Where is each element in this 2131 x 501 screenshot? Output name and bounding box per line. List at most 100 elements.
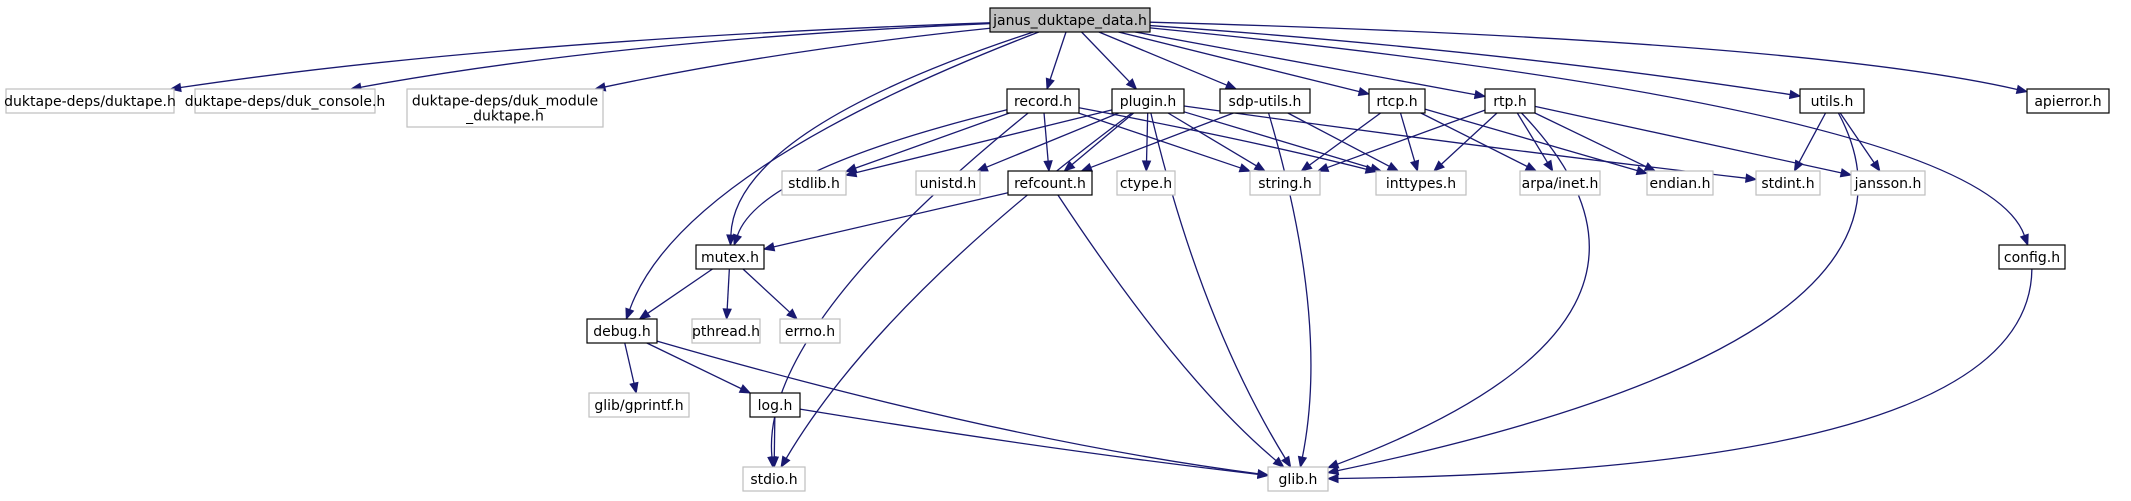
- arrowhead: [1080, 162, 1093, 172]
- node-unistd: unistd.h: [915, 170, 981, 196]
- edge-rtcp-to-string: [1300, 112, 1381, 172]
- node-debug[interactable]: debug.h: [586, 318, 658, 344]
- node-pthread: pthread.h: [691, 318, 761, 344]
- edge-plugin-to-stdio: [780, 112, 1133, 469]
- edge-plugin-to-string: [1167, 112, 1267, 172]
- edge-janus-to-utils: [1149, 24, 1802, 100]
- arrowhead: [629, 381, 639, 395]
- edge-line: [1309, 112, 1381, 166]
- node-refcount[interactable]: refcount.h: [1007, 170, 1093, 196]
- node-label: config.h: [2004, 250, 2060, 266]
- arrowhead: [625, 307, 635, 321]
- edge-debug-to-log: [646, 342, 752, 394]
- node-box: [1755, 170, 1821, 196]
- edge-line: [1534, 112, 1647, 168]
- edge-line: [1145, 112, 1149, 162]
- node-janus[interactable]: janus_duktape_data.h: [989, 7, 1151, 33]
- edge-record-to-string: [1078, 112, 1252, 173]
- node-box: [1519, 170, 1601, 196]
- nodes-layer: janus_duktape_data.h duktape-deps/duktape…: [4, 7, 2110, 492]
- node-box: [1799, 88, 1865, 114]
- edge-rtcp-to-inttypes: [1399, 112, 1420, 173]
- edge-line: [1424, 108, 1638, 172]
- edge-janus-to-rtcp: [1118, 31, 1371, 97]
- edge-line: [773, 416, 776, 458]
- node-label: stdlib.h: [788, 176, 840, 192]
- node-box: [779, 318, 841, 344]
- arrowhead: [2019, 233, 2029, 247]
- edge-janus-to-duktape: [169, 22, 991, 93]
- edge-rtp-to-string: [1316, 109, 1486, 172]
- edge-line: [624, 342, 635, 384]
- node-apierror[interactable]: apierror.h: [2026, 88, 2110, 114]
- edge-line: [1337, 268, 2033, 480]
- arrowhead: [2015, 84, 2029, 94]
- node-label: ctype.h: [1120, 176, 1172, 192]
- node-rtcp[interactable]: rtcp.h: [1368, 88, 1426, 114]
- node-box: [2026, 88, 2110, 114]
- edge-line: [1167, 112, 1257, 167]
- node-box: [695, 244, 765, 270]
- edge-line: [855, 112, 1010, 169]
- edge-debug-to-gprintf: [624, 342, 639, 395]
- arrowhead: [1141, 160, 1152, 173]
- arrowhead: [844, 168, 858, 178]
- edge-mutex-to-pthread: [722, 268, 732, 321]
- node-record[interactable]: record.h: [1006, 88, 1080, 114]
- node-box: [691, 318, 761, 344]
- edge-line: [773, 192, 1009, 248]
- edge-rtcp-to-endian: [1424, 108, 1649, 176]
- node-label: duktape-deps/duktape.h: [4, 94, 176, 110]
- edge-sdp-to-glib: [1267, 112, 1312, 469]
- edge-line: [1839, 112, 1875, 164]
- arrowhead: [733, 233, 743, 247]
- edge-line: [1078, 112, 1241, 169]
- arrowhead: [1297, 455, 1308, 469]
- edge-line: [646, 342, 742, 390]
- node-box: [1116, 170, 1176, 196]
- edge-line: [1183, 111, 1372, 169]
- node-log[interactable]: log.h: [749, 392, 801, 418]
- arrowhead: [1257, 469, 1270, 479]
- arrowhead: [1043, 160, 1053, 173]
- node-label: string.h: [1258, 176, 1312, 192]
- edge-line: [1078, 107, 1367, 170]
- edge-janus-to-record: [1045, 31, 1067, 91]
- node-rtp[interactable]: rtp.h: [1484, 88, 1536, 114]
- edge-rtp-to-arpa: [1516, 112, 1554, 173]
- node-config[interactable]: config.h: [1998, 244, 2066, 270]
- node-string: string.h: [1249, 170, 1321, 196]
- node-dukmodule: duktape-deps/duk_module_duktape.h: [406, 88, 604, 128]
- arrowhead: [638, 309, 651, 320]
- edge-line: [1118, 31, 1360, 93]
- arrowhead: [1386, 161, 1400, 172]
- node-stdlib: stdlib.h: [781, 170, 847, 196]
- node-plugin[interactable]: plugin.h: [1111, 88, 1185, 114]
- edge-line: [1337, 112, 1590, 465]
- edge-plugin-to-ctype: [1141, 112, 1152, 173]
- edge-line: [799, 408, 1259, 475]
- node-dukconsole: duktape-deps/duk_console.h: [185, 88, 386, 114]
- edge-line: [1090, 112, 1234, 169]
- node-box: [1111, 88, 1185, 114]
- edge-line: [1149, 24, 1791, 96]
- node-label: log.h: [758, 398, 793, 414]
- node-label: duktape-deps/duk_console.h: [185, 94, 386, 110]
- node-utils[interactable]: utils.h: [1799, 88, 1865, 114]
- arrowhead: [1326, 459, 1340, 469]
- node-mutex[interactable]: mutex.h: [695, 244, 765, 270]
- node-sdp[interactable]: sdp-utils.h: [1219, 88, 1311, 114]
- node-gprintf: glib/gprintf.h: [588, 392, 690, 418]
- node-stdio: stdio.h: [742, 466, 806, 492]
- edge-line: [1516, 112, 1549, 163]
- node-box: [1007, 170, 1093, 196]
- edge-line: [1057, 194, 1277, 462]
- edge-line: [742, 268, 791, 313]
- edge-line: [855, 109, 1113, 174]
- arrowhead: [1357, 86, 1371, 97]
- node-box: [1484, 88, 1536, 114]
- node-label: pthread.h: [692, 324, 760, 340]
- arrowhead: [1326, 465, 1340, 476]
- edge-line: [360, 22, 991, 88]
